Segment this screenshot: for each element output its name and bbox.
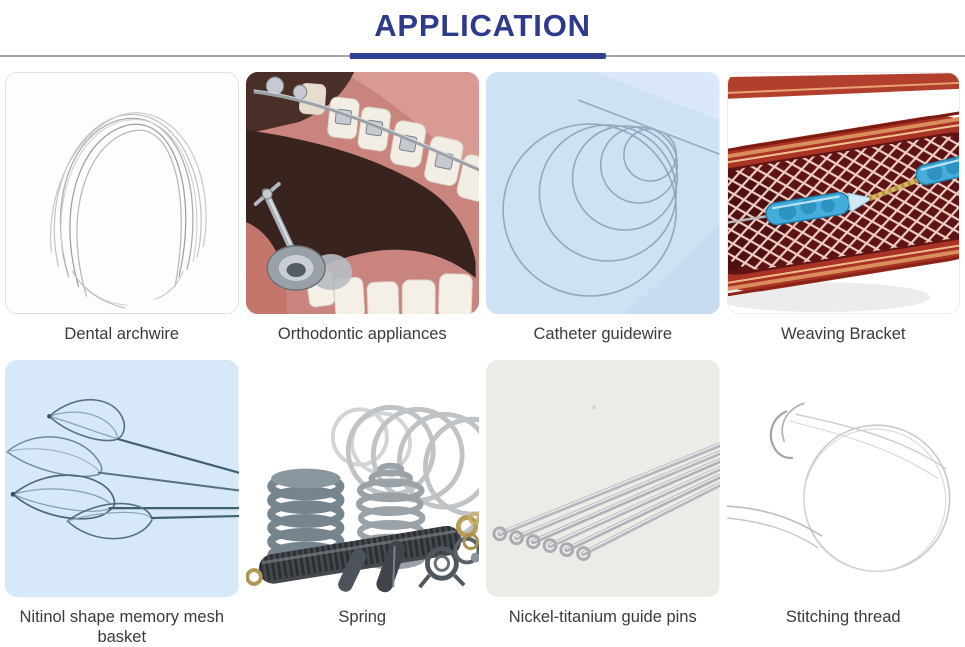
nitinol-mesh-basket-image	[5, 360, 239, 597]
tile-stitching-thread: Stitching thread	[726, 360, 960, 643]
tile-caption: Nitinol shape memory mesh basket	[19, 608, 225, 647]
orthodontic-appliances-card	[245, 72, 479, 314]
stitching-thread-card	[726, 360, 960, 597]
weaving-bracket-image	[727, 73, 959, 313]
nitinol-mesh-basket-card	[5, 360, 239, 597]
spring-image	[245, 360, 479, 597]
nickel-titanium-guide-pins-card	[486, 360, 720, 597]
tile-dental-archwire: Dental archwire	[5, 72, 239, 360]
tile-caption: Spring	[338, 608, 387, 626]
tile-caption: Orthodontic appliances	[277, 325, 447, 343]
catheter-guidewire-card	[486, 72, 720, 314]
stitching-thread-image	[726, 360, 960, 597]
nickel-titanium-guide-pins-image	[486, 360, 720, 597]
orthodontic-appliances-image	[245, 72, 479, 314]
dental-archwire-image	[6, 73, 238, 313]
tile-nickel-titanium-guide-pins: Nickel-titanium guide pins	[486, 360, 720, 643]
tile-nitinol-mesh-basket: Nitinol shape memory mesh basket	[5, 360, 239, 647]
dental-archwire-card	[5, 72, 239, 314]
tile-orthodontic-appliances: Orthodontic appliances	[245, 72, 479, 360]
application-grid-row-1: Dental archwire	[0, 72, 965, 360]
tile-caption: Stitching thread	[785, 608, 901, 626]
application-grid-row-2: Nitinol shape memory mesh basket	[0, 360, 965, 647]
tile-caption: Dental archwire	[64, 325, 180, 343]
page-header: APPLICATION	[0, 0, 965, 67]
divider-accent-bar	[349, 53, 606, 60]
weaving-bracket-card	[726, 72, 960, 314]
page-title: APPLICATION	[374, 8, 591, 43]
tile-caption: Catheter guidewire	[533, 325, 673, 343]
header-divider	[0, 52, 965, 60]
tile-weaving-bracket: Weaving Bracket	[726, 72, 960, 360]
tile-spring: Spring	[245, 360, 479, 643]
tile-catheter-guidewire: Catheter guidewire	[486, 72, 720, 360]
spring-card	[245, 360, 479, 597]
catheter-guidewire-image	[486, 72, 720, 314]
tile-caption: Weaving Bracket	[781, 325, 906, 343]
tile-caption: Nickel-titanium guide pins	[508, 608, 697, 626]
